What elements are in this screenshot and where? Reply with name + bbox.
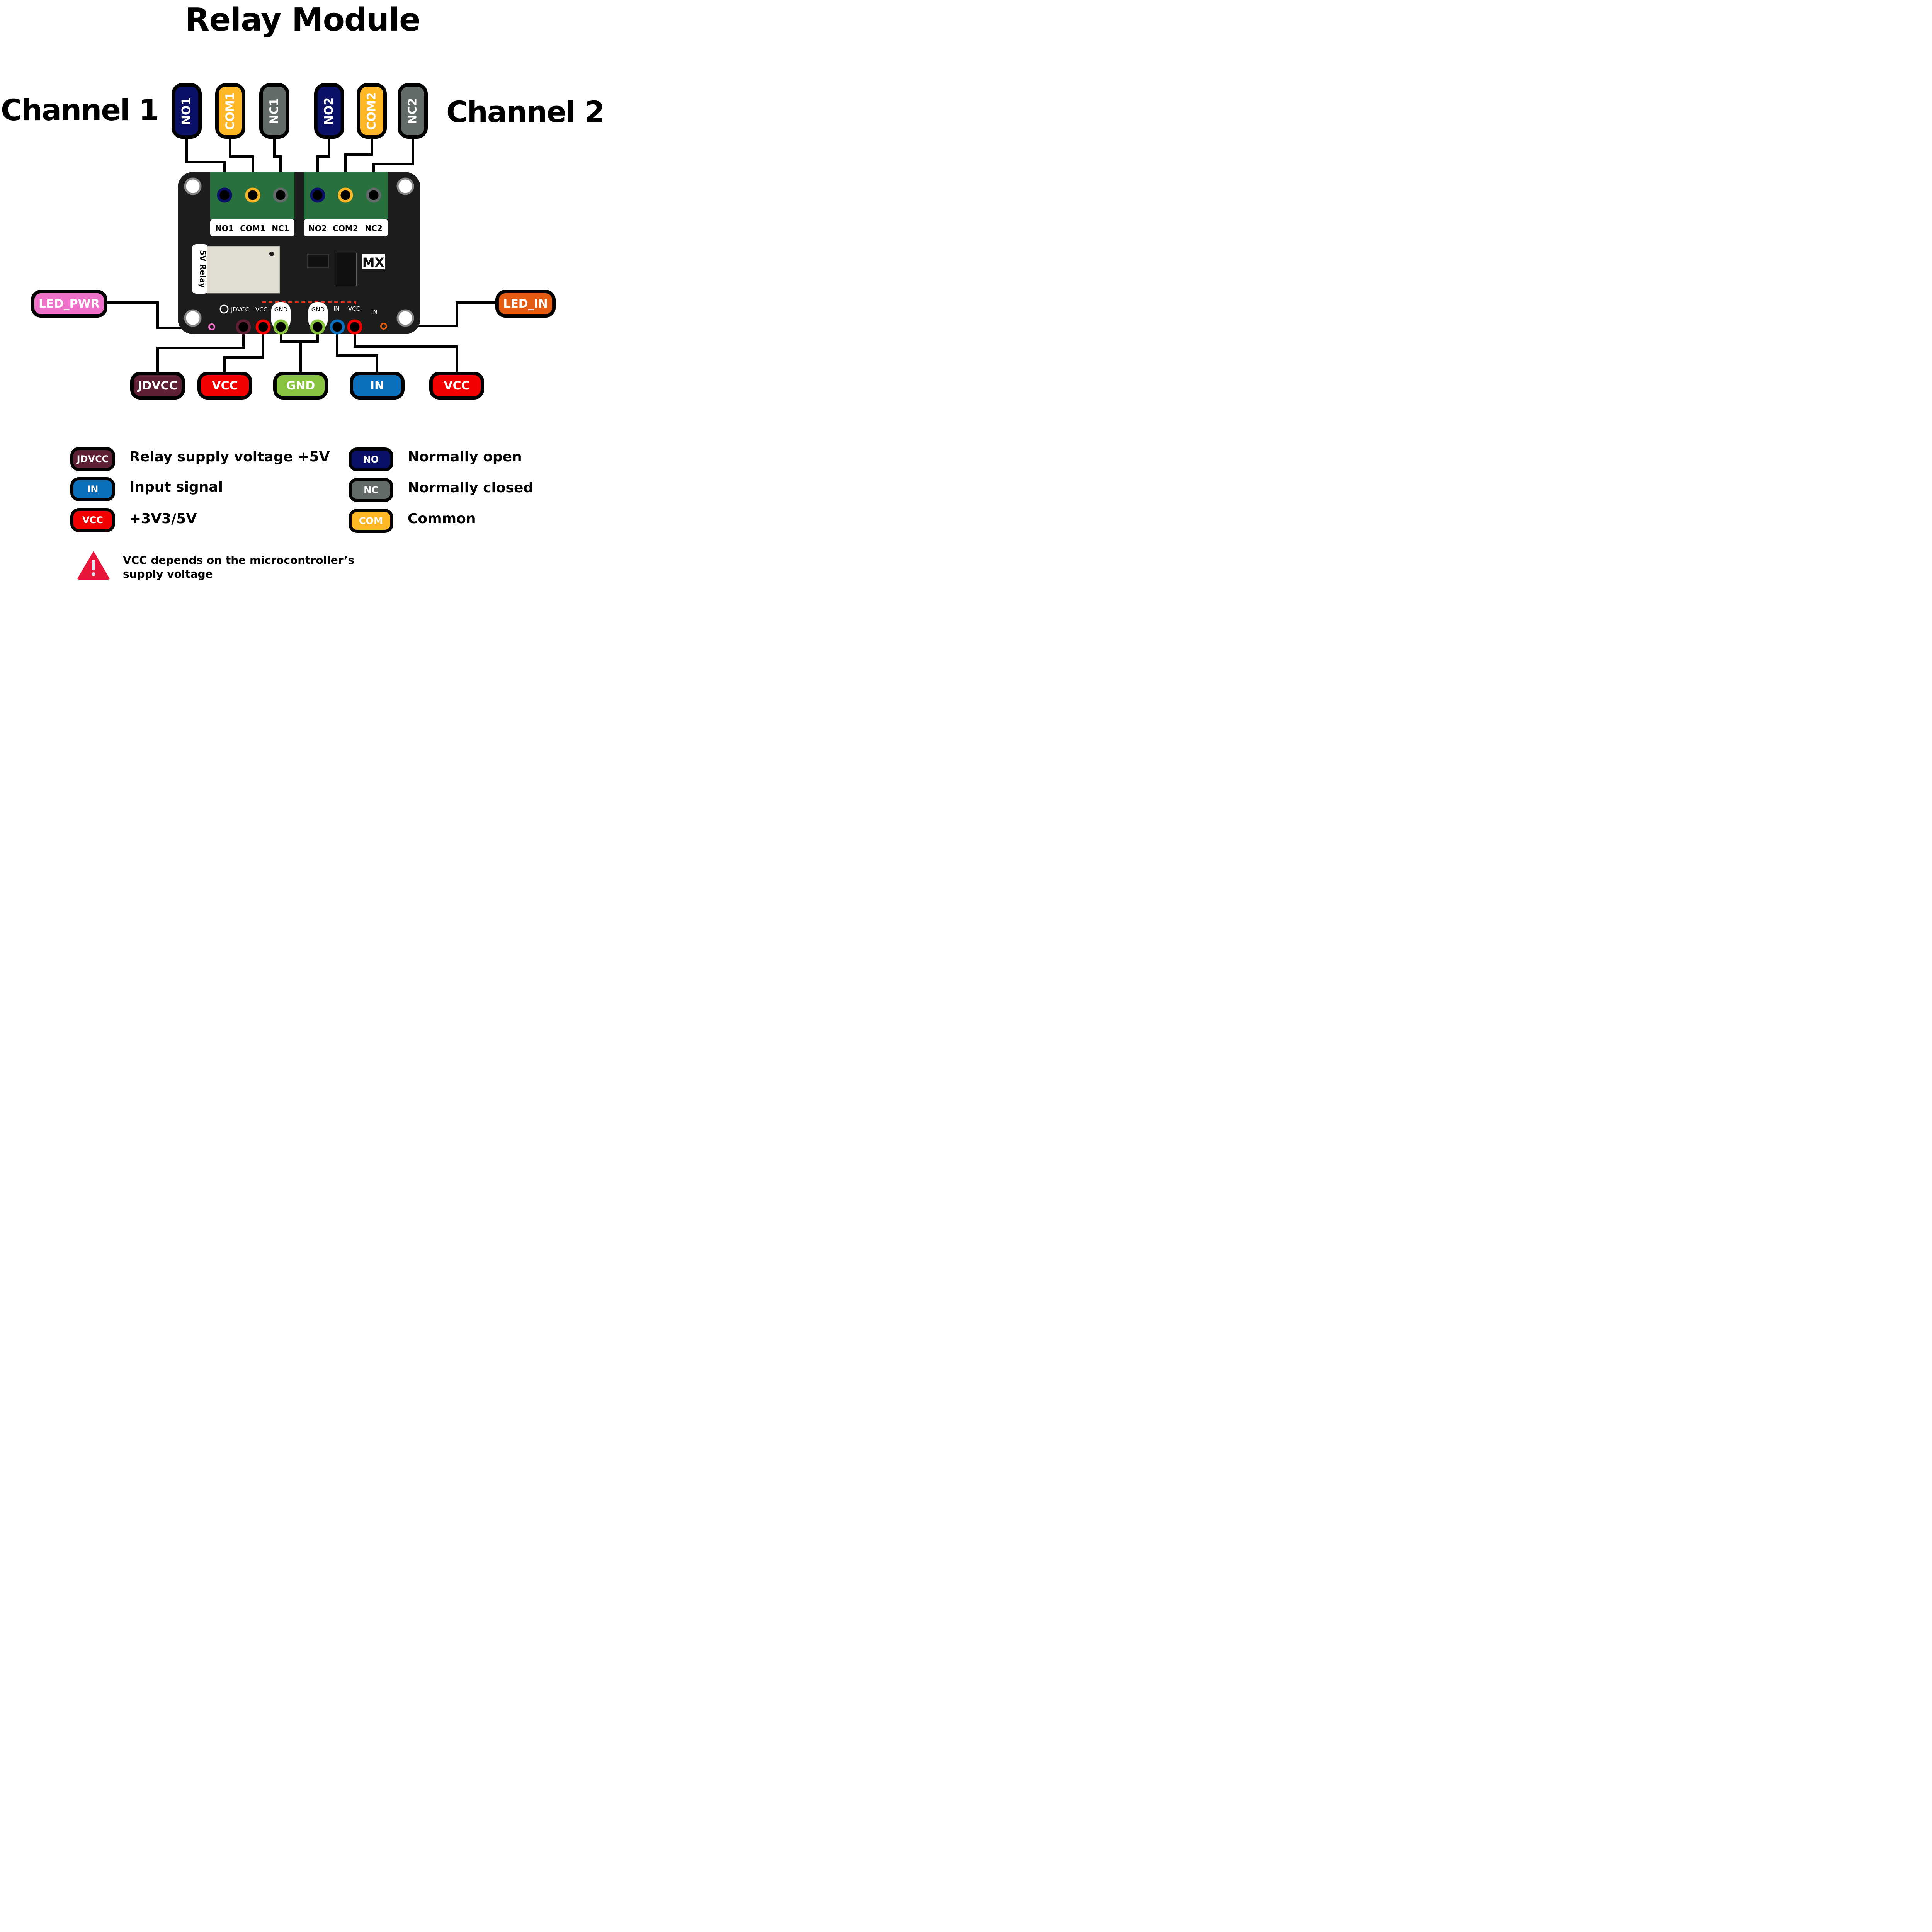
wire-vcc2 (354, 327, 458, 372)
tag-led-pwr: LED_PWR (31, 290, 107, 318)
header-label: JDVCC (231, 306, 249, 313)
legend-text-in: Input signal (129, 479, 223, 495)
terminal-no1 (217, 187, 232, 203)
wire-in (336, 327, 378, 372)
optocoupler (335, 253, 357, 286)
header-label: VCC (255, 306, 267, 313)
pcb: NO1 COM1 NC1 NO2 COM2 NC2 5V Relay MX JD… (178, 172, 420, 335)
wire-led-in (384, 301, 497, 327)
tag-com1: COM1 (215, 83, 245, 139)
terminal-nc2 (366, 187, 381, 203)
tag-jdvcc: JDVCC (130, 372, 185, 400)
pin-jdvcc (236, 319, 251, 335)
logo-box (362, 254, 385, 269)
legend-text-com: Common (408, 511, 476, 527)
relay-component (207, 246, 280, 294)
legend-tag-no: NO (349, 447, 393, 471)
tag-vcc1: VCC (197, 372, 252, 400)
mount-hole (396, 177, 414, 195)
tag-vcc2: VCC (429, 372, 484, 400)
warning-icon (77, 551, 110, 580)
terminal-no2 (310, 187, 325, 203)
board-diagram: NO1 COM1 NC1 NO2 COM2 NC2 5V Relay MX JD… (106, 135, 497, 372)
warning-text: VCC depends on the microcontroller’s sup… (123, 554, 355, 580)
pin-vcc1 (255, 319, 271, 335)
led-label: IN (371, 308, 378, 315)
legend-tag-vcc: VCC (70, 508, 115, 532)
tag-nc2: NC2 (398, 83, 428, 139)
mount-hole (396, 309, 414, 327)
channel-1-heading: Channel 1 (1, 93, 159, 127)
pin-in (330, 319, 345, 335)
mount-hole (184, 177, 202, 195)
mount-hole (184, 309, 202, 327)
header-label: GND (311, 306, 325, 313)
terminal-label: NC1 (272, 224, 289, 233)
legend-tag-com: COM (349, 509, 393, 533)
legend-text-no: Normally open (408, 449, 522, 465)
power-icon (219, 304, 229, 314)
legend-tag-jdvcc: JDVCC (70, 447, 115, 471)
tag-nc1: NC1 (259, 83, 289, 139)
legend-text-vcc: +3V3/5V (129, 511, 197, 527)
legend-text-nc: Normally closed (408, 480, 534, 496)
terminal-label: NO2 (308, 224, 327, 233)
relay-label: 5V Relay (198, 250, 207, 288)
tag-no2: NO2 (314, 83, 344, 139)
header-label: VCC (348, 305, 360, 312)
led-pwr (208, 323, 215, 330)
tag-com2: COM2 (357, 83, 387, 139)
legend-tag-nc: NC (349, 478, 393, 502)
tag-in: IN (350, 372, 405, 400)
terminal-label: NO1 (215, 224, 234, 233)
logo: MX (362, 255, 384, 270)
terminal-label: NC2 (365, 224, 382, 233)
channel-2-heading: Channel 2 (446, 95, 605, 129)
header-label: GND (274, 306, 287, 313)
terminal-label: COM2 (333, 224, 358, 233)
terminal-com1 (245, 187, 260, 203)
terminal-com2 (338, 187, 353, 203)
pin-gnd1 (273, 319, 289, 335)
terminal-nc1 (273, 187, 288, 203)
tag-no1: NO1 (172, 83, 202, 139)
legend-text-jdvcc: Relay supply voltage +5V (129, 449, 330, 465)
header-label: IN (333, 305, 340, 312)
led-in (380, 323, 387, 330)
pin-gnd2 (310, 319, 325, 335)
pin-vcc2 (347, 319, 362, 335)
legend-tag-in: IN (70, 477, 115, 501)
wire-jdvcc (156, 327, 245, 372)
tag-led-in: LED_IN (495, 290, 556, 318)
tag-gnd: GND (273, 372, 328, 400)
page-title: Relay Module (185, 2, 420, 38)
terminal-label: COM1 (240, 224, 265, 233)
wire-vcc1 (223, 327, 264, 372)
